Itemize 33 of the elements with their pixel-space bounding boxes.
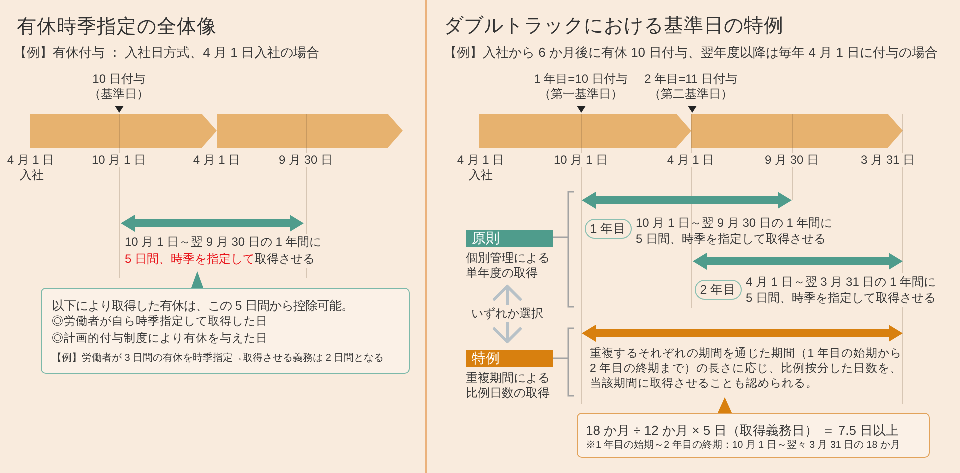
grant-label: 1 年目=10 日付与（第一基準日） xyxy=(533,72,629,102)
category-description: 個別管理による単年度の取得 xyxy=(466,251,551,280)
callout-box xyxy=(41,288,410,374)
callout-heading: 以下により取得した有休は、この 5 日間から控除可能。 xyxy=(52,298,354,314)
grant-label: 10 日付与（基準日） xyxy=(88,72,150,102)
formula-text: 18 か月 ÷ 12 か月 × 5 日（取得義務日） ＝ 7.5 日以上 xyxy=(586,422,900,439)
grant-label: 2 年目=11 日付与（第二基準日） xyxy=(644,72,738,102)
callout-pointer xyxy=(718,398,732,413)
example-subtitle: 【例】入社から 6 か月後に有休 10 日付与、翌年度以降は毎年 4 月 1 日に付与の場合 xyxy=(444,45,938,61)
period-text: 10 月 1 日～翌 9 月 30 日の 1 年間に5 日間、時季を指定して取得させる xyxy=(636,214,834,247)
category-tag: 特例 xyxy=(466,350,553,367)
panel-title: ダブルトラックにおける基準日の特例 xyxy=(444,14,784,38)
hire-note: 入社 xyxy=(469,168,493,182)
panel-title: 有休時季指定の全体像 xyxy=(17,15,217,39)
hire-note: 入社 xyxy=(20,168,44,182)
category-tag: 原則 xyxy=(466,230,553,247)
description-text: 重複するそれぞれの期間を通じた期間（1 年目の始期から2 年目の終期まで）の長さに応じ、比例按分した日数を、当該期間に取得させることも認められる。 xyxy=(590,346,902,392)
example-note: 【例】労働者が 3 日間の有休を時季指定→取得させる義務は 2 日間となる xyxy=(52,352,384,366)
callout-box xyxy=(577,413,930,458)
category-description: 重複期間による比例日数の取得 xyxy=(466,371,551,400)
dimension-line xyxy=(582,325,903,342)
period-text: 4 月 1 日～翌 3 月 31 日の 1 年間に5 日間、時季を指定して取得させる xyxy=(746,274,938,306)
bullet-item: ◎計画的付与制度により有休を与えた日 xyxy=(52,332,268,347)
dimension-line xyxy=(582,192,792,208)
bullet-item: ◎労働者が自ら時季指定して取得した日 xyxy=(52,315,268,330)
edge-label: いずれか選択 xyxy=(470,306,546,323)
year-badge: 1 年目 xyxy=(585,219,632,239)
dimension-line xyxy=(693,252,903,270)
dimension-line xyxy=(121,215,304,232)
footnote: ※1 年目の始期～2 年目の終期：10 月 1 日～翌々 3 月 31 日の 18 か月 xyxy=(586,439,900,452)
example-subtitle: 【例】有休付与 ： 入社日方式、4 月 1 日入社の場合 xyxy=(14,45,320,61)
callout-pointer xyxy=(192,272,204,288)
year-badge: 2 年目 xyxy=(695,280,742,300)
